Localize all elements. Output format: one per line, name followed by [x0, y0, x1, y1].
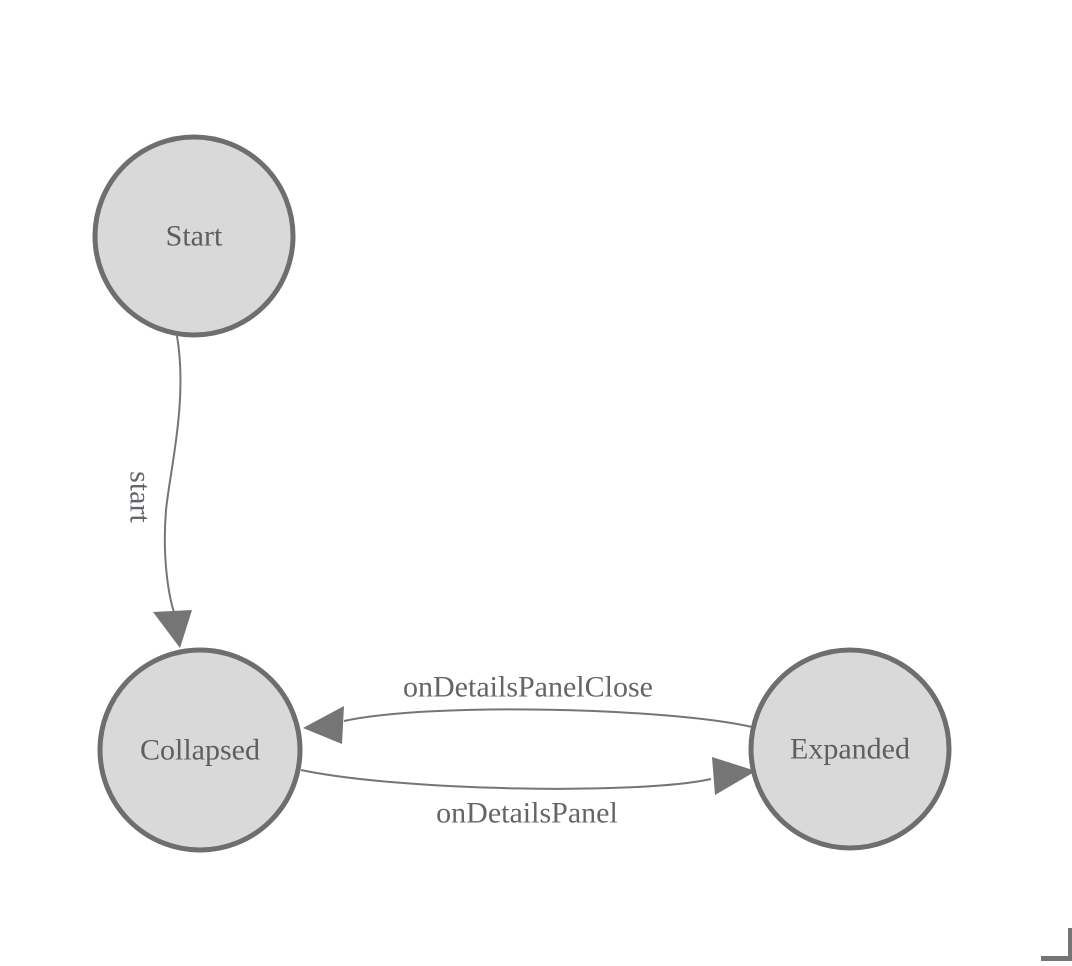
state-node-label: Collapsed: [140, 734, 260, 767]
transition-label: start: [124, 471, 157, 523]
scroll-corner-icon: [1041, 928, 1072, 961]
transition-edge-onDetailsPanel: [300, 769, 712, 790]
transition-arrowhead: [153, 610, 192, 648]
state-node-label: Expanded: [790, 733, 910, 766]
state-node-collapsed[interactable]: [97, 647, 303, 853]
state-node-label: Start: [166, 220, 223, 253]
transition-edge-onDetailsPanelClose: [343, 708, 753, 728]
transition-arrowhead: [712, 757, 756, 795]
state-node-start[interactable]: [92, 134, 296, 338]
state-node-expanded[interactable]: [748, 647, 952, 851]
transition-edge-start: [163, 335, 182, 619]
transition-label: onDetailsPanel: [436, 797, 618, 830]
transition-arrowhead: [303, 706, 344, 744]
transition-label: onDetailsPanelClose: [403, 671, 653, 704]
